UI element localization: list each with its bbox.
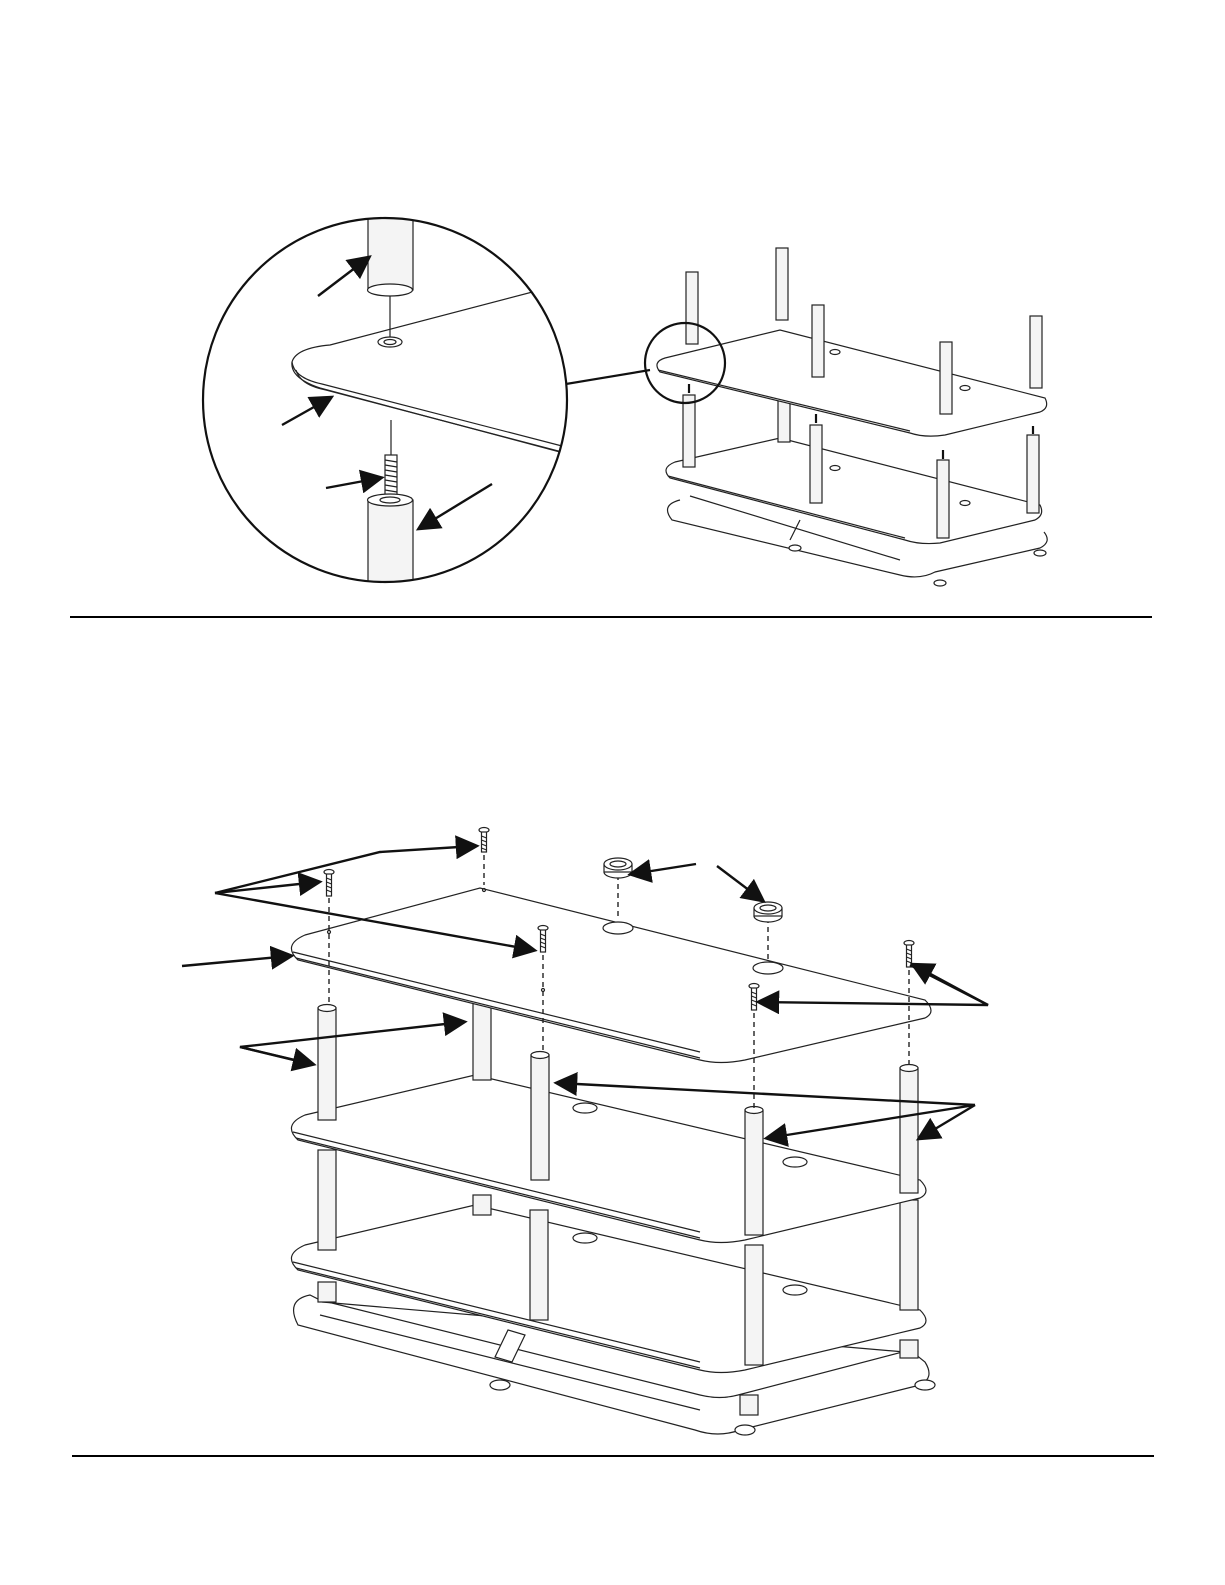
shelf-board-icon xyxy=(292,290,600,460)
threaded-screw-icon xyxy=(385,455,397,497)
middle-shelf xyxy=(291,1075,926,1243)
magnifier-detail-circle xyxy=(203,210,600,610)
step-1-divider xyxy=(70,616,1152,618)
top-shelf-icon xyxy=(291,888,931,1063)
step-1-diagram xyxy=(0,0,1225,620)
step-1-stand-overview xyxy=(645,248,1047,586)
step-2-diagram xyxy=(0,620,1225,1465)
step-2-panel xyxy=(0,620,1225,1465)
step-1-panel xyxy=(0,0,1225,620)
step-2-divider xyxy=(72,1455,1154,1457)
shelf-post-icon xyxy=(368,210,413,290)
grommet-icon xyxy=(604,858,782,922)
